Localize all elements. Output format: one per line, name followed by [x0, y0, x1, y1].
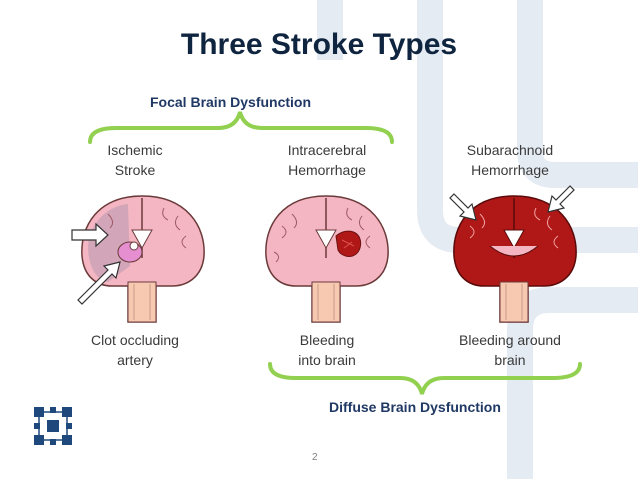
intracerebral-hemorrhage-label: Intracerebral Hemorrhage: [287, 142, 367, 178]
diffuse-brace: [268, 362, 582, 395]
diffuse-brain-dysfunction-label: Diffuse Brain Dysfunction: [329, 399, 501, 415]
focal-brain-dysfunction-label: Focal Brain Dysfunction: [150, 94, 312, 110]
logo-icon: [34, 407, 72, 445]
focal-brace: [88, 111, 394, 144]
subarachnoid-hemorrhage-label: Subarachnoid Hemorrhage: [466, 142, 554, 178]
arrow-icon: [449, 185, 575, 221]
page-title: Three Stroke Types: [180, 28, 458, 61]
ischemic-brain-illustration: [71, 195, 205, 323]
page-number: 2: [312, 452, 318, 463]
bleeding-around-brain-caption: Bleeding around brain: [459, 332, 561, 368]
clot-occluding-artery-caption: Clot occluding artery: [91, 332, 179, 368]
bleeding-into-brain-caption: Bleeding into brain: [298, 332, 356, 368]
intracerebral-brain-illustration: [265, 195, 389, 323]
subarachnoid-brain-illustration: [449, 185, 577, 323]
arrow-icon: [71, 222, 121, 305]
ischemic-stroke-label: Ischemic Stroke: [107, 142, 163, 178]
